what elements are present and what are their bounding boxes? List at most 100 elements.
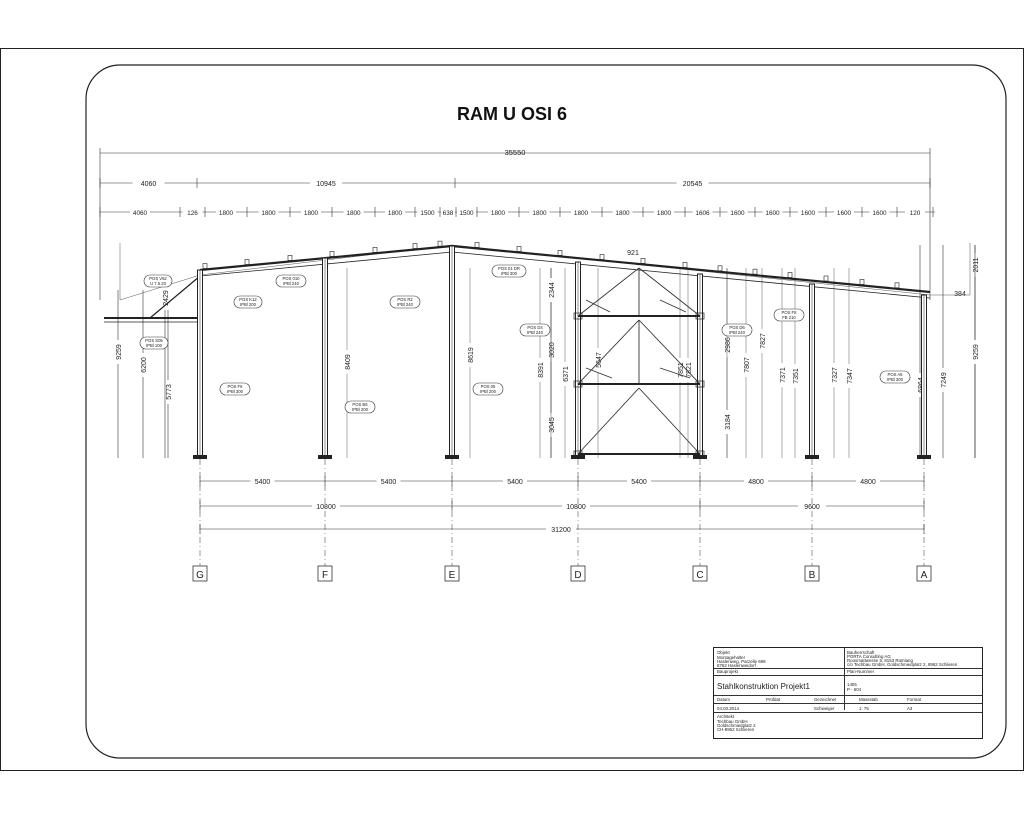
dim-mask — [798, 208, 818, 216]
position-label-line2: FB 210 — [782, 315, 796, 320]
dim-mask — [132, 179, 165, 187]
gezeichnet-value: Schweiger — [814, 706, 835, 711]
axis-bubble — [916, 565, 932, 582]
axis-bubble — [192, 565, 208, 582]
format-value: A3 — [907, 706, 913, 711]
dim-mask — [594, 348, 602, 372]
dim-mask — [612, 208, 633, 216]
dim-right-height: 2011 — [973, 257, 980, 272]
position-label-frame — [491, 264, 527, 278]
purlin — [894, 282, 900, 289]
drawing-title: RAM U OSI 6 — [456, 104, 567, 124]
dim-left-height: 6200 — [141, 357, 148, 373]
bracing-diagonal — [659, 367, 691, 379]
bracing-node — [695, 380, 705, 388]
dim-mask — [627, 477, 651, 485]
dim-bottom1-value: 4800 — [860, 479, 876, 486]
dim-col-height: 7821 — [686, 362, 693, 378]
dim-col-height: 2986 — [725, 337, 732, 353]
bracing-node — [695, 450, 705, 458]
dim-mask — [216, 208, 236, 216]
dim-mask — [676, 358, 684, 382]
dim-col-height: 7371 — [780, 367, 787, 383]
axis-bubble — [570, 565, 586, 582]
purlin — [329, 251, 335, 257]
bracing-node — [695, 312, 705, 320]
purlin — [682, 262, 688, 268]
title-block: Objekt Montagehalter Haslenweg, Parzelle… — [713, 647, 983, 739]
position-label-frame — [879, 370, 911, 384]
dim-row3-value: 1800 — [346, 210, 361, 217]
dim-mask — [130, 208, 150, 216]
position-label-frame — [139, 336, 169, 350]
dim-mask — [916, 373, 924, 397]
dim-mask — [561, 362, 569, 386]
dim-mask — [441, 208, 455, 216]
datum-value: 04.03.2014 — [717, 706, 739, 711]
dim-mask — [343, 208, 364, 216]
position-label-line1: POS V52 — [149, 276, 167, 281]
axis-label-a: A — [921, 570, 928, 581]
dim-mask — [856, 477, 880, 485]
bracing-diagonal — [659, 299, 687, 313]
axis-label-f: F — [322, 570, 328, 581]
dim-mask — [692, 208, 713, 216]
dim-mask — [376, 477, 401, 485]
dim-mask — [417, 208, 438, 216]
bracing-node — [573, 312, 583, 320]
dim-mask — [845, 364, 853, 388]
purlin — [859, 279, 865, 285]
dim-row3-value: 1800 — [657, 210, 672, 217]
dim-mask — [547, 278, 555, 302]
dim-mask — [343, 350, 351, 374]
purlin — [202, 263, 208, 269]
dim-row3-value: 1600 — [765, 210, 780, 217]
dim-row3-value: 1800 — [491, 210, 506, 217]
position-label-line1: POS F8 — [782, 310, 798, 315]
dim-row3-value: 1800 — [388, 210, 403, 217]
dim-mask — [536, 358, 544, 382]
dim-mask — [139, 353, 147, 377]
dim-col-height: 5647 — [596, 352, 603, 368]
dim-col-height: 7351 — [793, 368, 800, 384]
objekt-line-2: Haslenweg, Parzelle 698 — [717, 659, 766, 664]
bracing-diagonal — [577, 319, 640, 385]
massstab-value: 1: 75 — [859, 706, 869, 711]
dim-mask — [310, 179, 342, 187]
dim-bottom1-value: 4800 — [748, 479, 764, 486]
position-label-frame — [472, 382, 504, 396]
dim-bottom1-value: 5400 — [255, 479, 271, 486]
axis-bubble — [444, 565, 460, 582]
purlin — [823, 275, 829, 282]
dim-row3-value: 126 — [187, 210, 198, 217]
dim-left-height: 5773 — [166, 384, 173, 400]
dim-col-height: 8391 — [538, 362, 545, 378]
dim-bottom2-value: 10800 — [566, 504, 586, 511]
bracing-diagonal — [638, 267, 701, 317]
position-label-line1: POS D4 — [527, 325, 543, 330]
dim-left-height: 9259 — [116, 344, 123, 360]
architekt-line-2: Goldschmiedplatz 2 — [717, 723, 756, 728]
position-label-line2: U 7.5.20 — [150, 281, 167, 286]
dim-row2-value: 10945 — [316, 181, 336, 188]
axis-bubble — [317, 565, 333, 582]
position-label-line2: IPBl 300 — [887, 377, 904, 382]
rafter-right-bottom — [451, 251, 931, 299]
dim-mask — [723, 410, 731, 434]
purlin — [752, 268, 758, 275]
bracing-diagonal — [577, 267, 640, 317]
dim-mask — [830, 363, 838, 387]
dim-row3-value: 1606 — [695, 210, 710, 217]
dim-right-value: 384 — [954, 291, 966, 298]
bracing-diagonal — [585, 299, 611, 313]
dim-row3-value: 120 — [910, 210, 921, 217]
dim-mask — [939, 368, 947, 392]
dim-mask — [466, 343, 474, 367]
dim-row3-value: 1800 — [219, 210, 234, 217]
